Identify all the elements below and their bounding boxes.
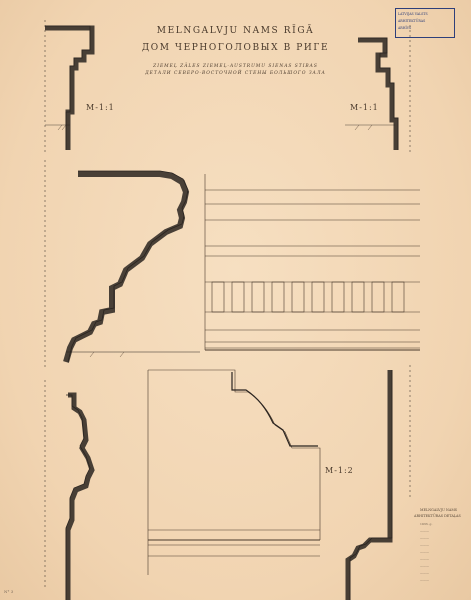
notes-title-1: MELNGALVJU NAMS	[420, 508, 458, 512]
note-line: 1933. g.	[420, 522, 433, 526]
note-line: ———	[420, 557, 429, 561]
dentil-row	[211, 281, 405, 313]
note-line: ———	[420, 571, 429, 575]
profile-top-right	[345, 25, 411, 155]
frieze-panel	[204, 174, 420, 351]
notes-title-2: ARHITEKTŪRAS DETAĻAS	[414, 514, 461, 518]
sheet-number: N° 3	[4, 589, 14, 594]
subtitle-russian: ДЕТАЛИ СЕВЕРО-ВОСТОЧНОЙ СТЕНЫ БОЛЬШОГО З…	[145, 71, 326, 76]
scale-label-lower-right: M-1:2	[325, 466, 354, 475]
archive-stamp: LATVIJAS VALSTS ARHITEKTŪRAS ARHĪVS	[395, 8, 455, 38]
subtitle-latvian: ZIEMEĻ ZĀLES ZIEMEĻ-AUSTRUMU SIENAS STIB…	[153, 64, 318, 69]
title-russian: ДОМ ЧЕРНОГОЛОВЫХ В РИГЕ	[141, 43, 330, 53]
note-line: ———	[420, 578, 429, 582]
note-line: ———	[420, 550, 429, 554]
profile-top-left	[44, 20, 95, 155]
title-latvian: MELNGALVJU NAMS RĪGĀ	[156, 26, 315, 36]
scale-label-top-left: M-1:1	[86, 103, 115, 112]
profile-large-cornice	[44, 160, 200, 370]
note-line: ———	[420, 529, 429, 533]
note-line: ———	[420, 564, 429, 568]
stamp-line-1: LATVIJAS VALSTS	[398, 12, 428, 16]
scale-label-top-right: M-1:1	[350, 103, 379, 112]
note-line: ———	[420, 536, 429, 540]
profile-lower-left	[44, 380, 95, 600]
dimension-ticks	[57, 124, 373, 358]
panel-lower-right	[147, 369, 321, 575]
stamp-line-3: ARHĪVS	[398, 26, 412, 30]
profile-lower-right	[345, 365, 411, 600]
stamp-line-2: ARHITEKTŪRAS	[398, 19, 426, 23]
note-line: ———	[420, 543, 429, 547]
